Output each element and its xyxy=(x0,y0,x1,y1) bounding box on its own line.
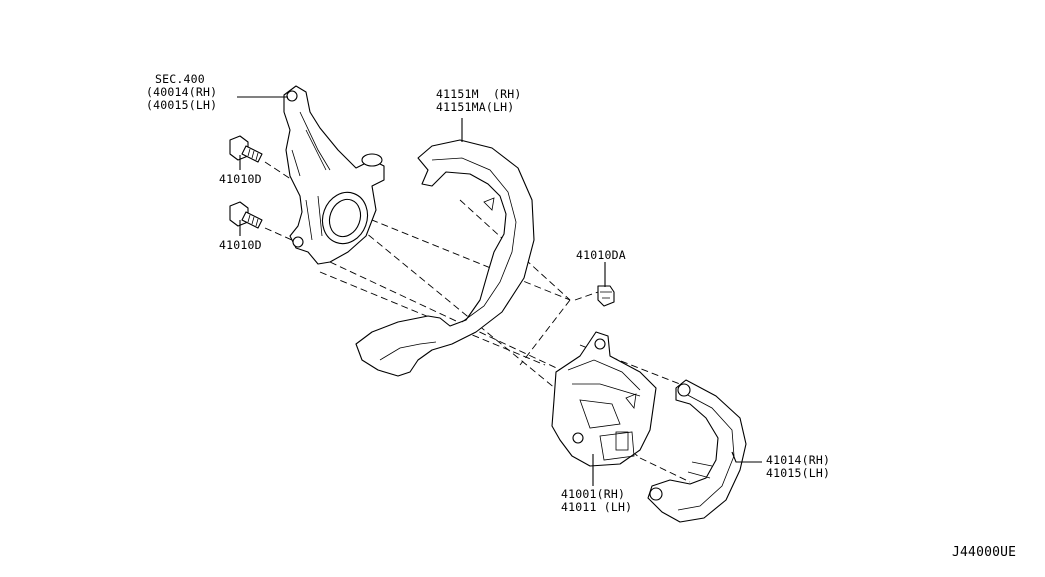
lower-bolt xyxy=(229,201,263,229)
label-bracket-lh: 41015(LH) xyxy=(766,466,831,480)
upper-bolt xyxy=(229,135,263,163)
label-bracket-rh: 41014(RH) xyxy=(766,453,831,467)
label-screw: 41010DA xyxy=(576,248,626,262)
label-knuckle-sec: SEC.400 xyxy=(155,72,205,86)
dust-shield xyxy=(355,139,535,377)
diagram-code: J44000UE xyxy=(952,545,1017,560)
caliper-bracket xyxy=(647,379,747,523)
label-bolt-lower: 41010D xyxy=(219,238,262,252)
shield-screw xyxy=(597,285,615,307)
brake-caliper xyxy=(551,331,657,467)
steering-knuckle xyxy=(283,85,385,265)
label-caliper-lh: 41011 (LH) xyxy=(561,500,633,514)
label-bolt-upper: 41010D xyxy=(219,172,262,186)
label-shield-rh: 41151M (RH) xyxy=(436,87,522,101)
label-caliper-rh: 41001(RH) xyxy=(561,487,626,501)
leader-lines xyxy=(237,96,762,486)
label-knuckle-rh: (40014(RH) xyxy=(146,85,218,99)
label-shield-lh: 41151MA(LH) xyxy=(436,100,515,114)
label-knuckle-lh: (40015(LH) xyxy=(146,98,218,112)
